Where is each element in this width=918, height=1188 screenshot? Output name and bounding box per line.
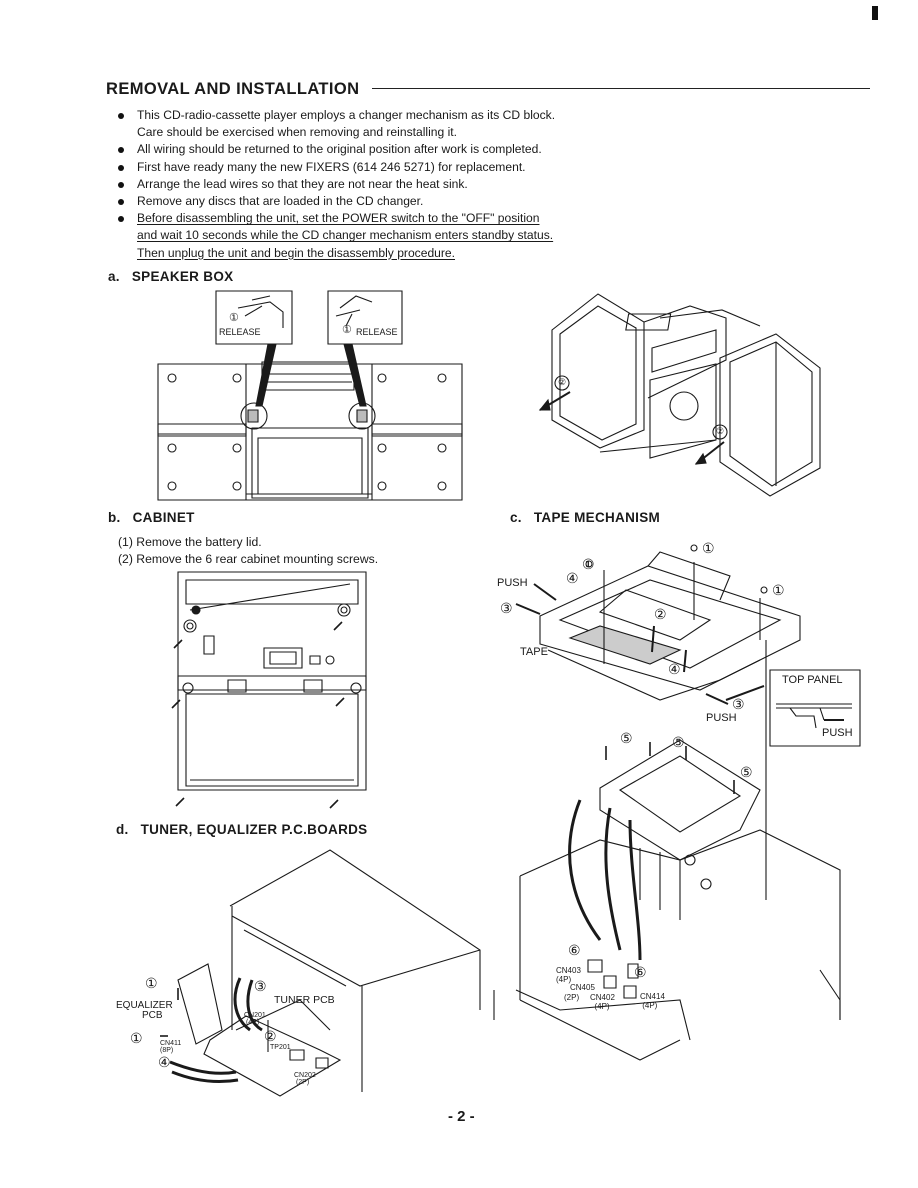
note-line: Before disassembling the unit, set the P…: [137, 211, 540, 226]
step-marker: ①: [582, 556, 595, 572]
note-line: and wait 10 seconds while the CD changer…: [137, 228, 554, 243]
step-marker: ⑥: [568, 942, 581, 958]
bullet-icon: [118, 147, 124, 154]
title-rule: [372, 88, 870, 89]
push-label: PUSH: [822, 727, 853, 739]
bullet-icon: [118, 113, 124, 119]
screw-icon: [172, 622, 344, 808]
cabinet-step-1: (1) Remove the battery lid.: [118, 535, 262, 549]
section-title: SPEAKER BOX: [131, 269, 234, 284]
equalizer-label: EQUALIZER: [116, 1000, 173, 1011]
step-marker: ①: [342, 324, 352, 336]
cabinet-step-2: (2) Remove the 6 rear cabinet mounting s…: [118, 552, 379, 566]
step-marker: ①: [145, 975, 158, 991]
connector-label: CN414 (4P): [640, 992, 665, 1010]
connector-label: CN403(4P): [556, 966, 581, 984]
step-marker: ④: [566, 570, 579, 586]
tape-label: TAPE: [520, 646, 548, 658]
step-marker: ③: [500, 600, 513, 616]
section-title: CABINET: [132, 510, 195, 525]
step-marker: ②: [558, 377, 567, 387]
step-marker: ③: [732, 696, 745, 712]
removal-arrow: [540, 392, 570, 410]
note-line: Arrange the lead wires so that they are …: [137, 176, 468, 191]
note-item: First have ready many the new FIXERS (61…: [118, 159, 638, 176]
note-line: All wiring should be returned to the ori…: [137, 142, 542, 157]
note-item: All wiring should be returned to the ori…: [118, 141, 638, 158]
step-marker: ④: [158, 1054, 171, 1070]
section-letter: a.: [108, 269, 120, 284]
pointer-wedge: [256, 344, 276, 406]
connector-label: CN402 (4P): [590, 993, 615, 1011]
section-title: TUNER, EQUALIZER P.C.BOARDS: [140, 822, 368, 837]
note-item: Arrange the lead wires so that they are …: [118, 176, 638, 193]
page-title: REMOVAL AND INSTALLATION: [106, 80, 360, 98]
bullet-icon: [118, 199, 124, 206]
note-line: Remove any discs that are loaded in the …: [137, 194, 424, 209]
margin-mark: [872, 6, 878, 20]
step-marker: ①: [229, 312, 239, 324]
latch-icon: [336, 296, 372, 326]
connector-label: (2P): [564, 993, 580, 1002]
section-a-heading: a. SPEAKER BOX: [108, 269, 233, 284]
connector-label: TP201: [270, 1044, 291, 1051]
pointer-wedge: [344, 344, 366, 406]
section-letter: d.: [116, 822, 129, 837]
connector-label: CN202 (2P): [294, 1072, 316, 1086]
push-label: PUSH: [497, 577, 528, 589]
step-marker: ⑤: [740, 764, 753, 780]
step-marker: ④: [668, 661, 681, 677]
push-label: PUSH: [706, 712, 737, 724]
note-item: Before disassembling the unit, set the P…: [118, 210, 638, 262]
step-marker: ②: [264, 1028, 277, 1044]
connector-label: CN405: [570, 983, 595, 992]
step-marker: ①: [772, 582, 785, 598]
step-marker: ③: [254, 978, 267, 994]
section-title: TAPE MECHANISM: [533, 510, 661, 525]
note-line: Care should be exercised when removing a…: [137, 125, 457, 140]
section-d-heading: d. TUNER, EQUALIZER P.C.BOARDS: [116, 822, 367, 837]
unit-perspective-drawing: [552, 294, 820, 496]
connector-label: CN411(8P): [160, 1040, 182, 1054]
step-marker: ①: [130, 1030, 143, 1046]
page-number: - 2 -: [448, 1108, 475, 1125]
release-label: RELEASE: [356, 327, 398, 337]
cabinet-edge: [230, 850, 480, 1092]
notes-list: This CD-radio-cassette player employs a …: [118, 107, 638, 262]
top-panel-label: TOP PANEL: [782, 674, 843, 686]
removal-arrow: [696, 442, 724, 464]
step-marker: ②: [716, 426, 725, 436]
note-line: Then unplug the unit and begin the disas…: [137, 245, 456, 260]
release-label: RELEASE: [219, 327, 261, 337]
section-letter: b.: [108, 510, 121, 525]
cabinet-outline: [178, 572, 366, 790]
section-c-heading: c. TAPE MECHANISM: [510, 510, 660, 525]
step-marker: ⑤: [620, 730, 633, 746]
section-letter: c.: [510, 510, 522, 525]
step-marker: ⑤: [672, 734, 685, 750]
note-item: This CD-radio-cassette player employs a …: [118, 107, 638, 141]
unit-rear-outline: [158, 364, 462, 500]
latch-highlight: [241, 403, 267, 429]
step-marker: ⑥: [634, 964, 647, 980]
pcb-label: PCB: [142, 1010, 163, 1021]
step-marker: ②: [654, 606, 667, 622]
note-line: This CD-radio-cassette player employs a …: [137, 108, 556, 122]
connector-label: CN201 (4P): [244, 1012, 266, 1026]
note-line: First have ready many the new FIXERS (61…: [137, 159, 526, 174]
step-marker: ①: [702, 540, 715, 556]
latch-icon: [238, 296, 283, 328]
latch-highlight: [349, 403, 375, 429]
bullet-icon: [118, 216, 124, 223]
section-b-heading: b. CABINET: [108, 510, 195, 525]
bullet-icon: [118, 164, 124, 171]
note-item: Remove any discs that are loaded in the …: [118, 193, 638, 210]
tuner-pcb-label: TUNER PCB: [274, 994, 335, 1006]
bullet-icon: [118, 181, 124, 188]
screw-icon: [606, 742, 734, 794]
